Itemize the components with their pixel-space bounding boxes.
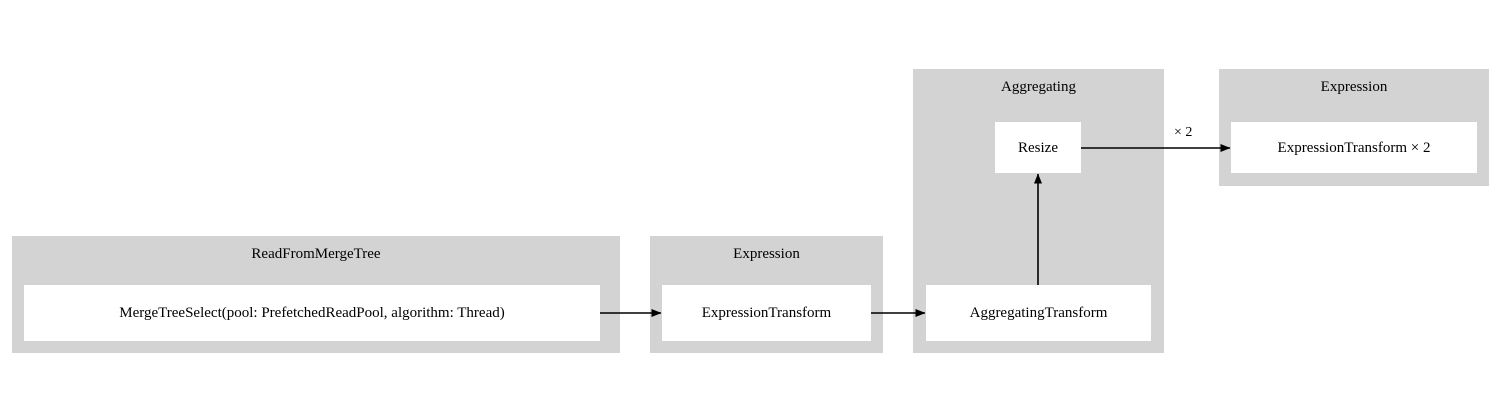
- node-aggregating-transform[interactable]: AggregatingTransform: [926, 285, 1151, 341]
- edge-label-resize-to-expression-transform-2: × 2: [1174, 125, 1193, 140]
- cluster-label-aggregating: Aggregating: [1001, 79, 1076, 95]
- cluster-label-expression-2: Expression: [1320, 79, 1388, 95]
- node-label-expression-transform-2: ExpressionTransform × 2: [1277, 139, 1431, 156]
- node-expression-transform-1[interactable]: ExpressionTransform: [662, 285, 871, 341]
- cluster-label-read-from-merge-tree: ReadFromMergeTree: [251, 246, 381, 262]
- node-label-aggregating-transform: AggregatingTransform: [969, 305, 1108, 321]
- node-expression-transform-2[interactable]: ExpressionTransform × 2: [1231, 122, 1477, 173]
- node-label-merge-tree-select: MergeTreeSelect(pool: PrefetchedReadPool…: [119, 305, 505, 321]
- node-resize[interactable]: Resize: [995, 122, 1081, 173]
- node-merge-tree-select[interactable]: MergeTreeSelect(pool: PrefetchedReadPool…: [24, 285, 600, 341]
- node-label-resize: Resize: [1018, 139, 1058, 156]
- node-label-expression-transform-1: ExpressionTransform: [701, 305, 832, 321]
- cluster-label-expression-1: Expression: [733, 246, 800, 262]
